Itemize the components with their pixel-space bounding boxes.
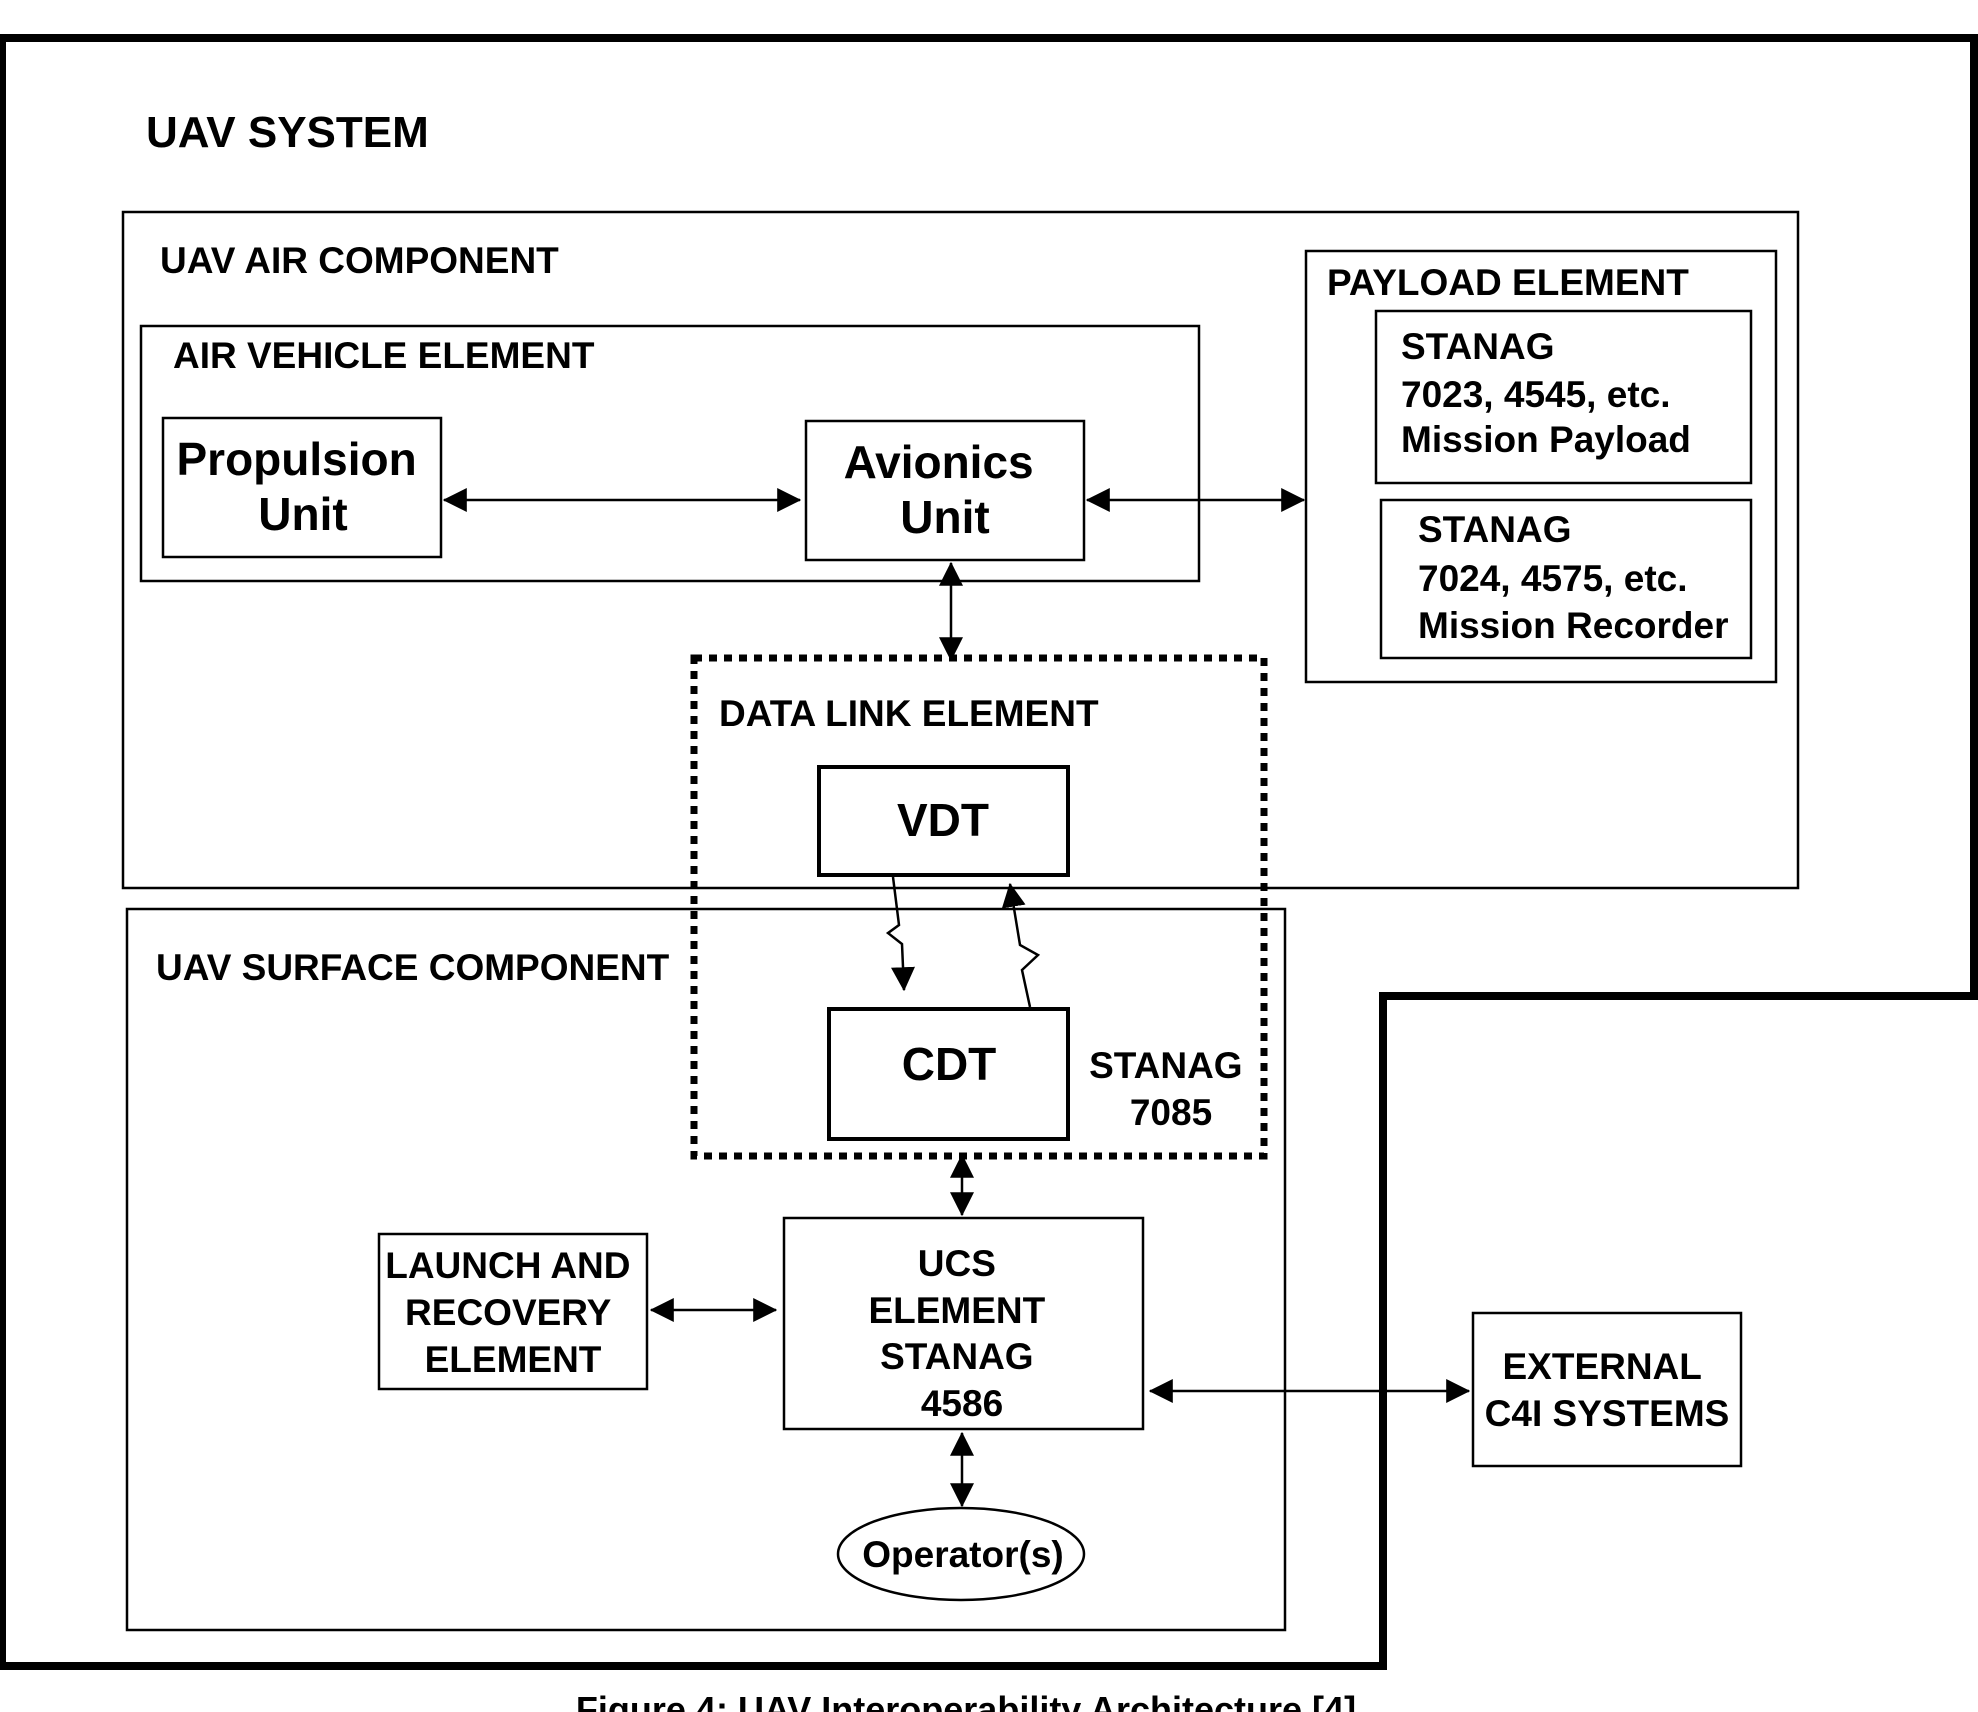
ucs-element-label: UCS ELEMENT STANAG 4586 — [868, 1243, 1055, 1424]
operators-label: Operator(s) — [862, 1534, 1063, 1575]
mission-recorder-box — [1379, 498, 1753, 660]
data-link-stanag-label: STANAG 7085 — [1089, 1045, 1253, 1133]
propulsion-unit-box — [161, 416, 443, 559]
air-component-label: UAV AIR COMPONENT — [160, 240, 559, 281]
payload-element-label: PAYLOAD ELEMENT — [1327, 262, 1689, 303]
surface-component-box — [125, 907, 1287, 1632]
ucs-element-box — [782, 1216, 1145, 1431]
mission-payload-label: STANAG 7023, 4545, etc. Mission Payload — [1401, 326, 1691, 460]
launch-recovery-box — [377, 1232, 649, 1391]
data-link-element-box — [690, 654, 1268, 1160]
cdt-label: CDT — [902, 1038, 997, 1090]
external-c4i-box — [1471, 1311, 1743, 1468]
launch-recovery-label: LAUNCH AND RECOVERY ELEMENT — [385, 1245, 641, 1380]
external-c4i-label: EXTERNAL C4I SYSTEMS — [1485, 1346, 1730, 1434]
vdt-box — [817, 765, 1070, 877]
mission-payload-box — [1374, 309, 1753, 485]
figure-caption: Figure 4: UAV Interoperability Architect… — [576, 1689, 1356, 1712]
downlink-zigzag — [885, 876, 915, 992]
vdt-label: VDT — [897, 794, 989, 846]
data-link-element-label: DATA LINK ELEMENT — [719, 693, 1099, 734]
air-vehicle-element-box — [139, 324, 1201, 583]
air-component-box — [121, 210, 1800, 890]
avionics-unit-box — [804, 419, 1086, 562]
avionics-unit-label: Avionics Unit — [844, 436, 1047, 543]
air-vehicle-element-label: AIR VEHICLE ELEMENT — [173, 335, 595, 376]
payload-element-box — [1304, 249, 1778, 684]
mission-recorder-label: STANAG 7024, 4575, etc. Mission Recorder — [1418, 509, 1728, 646]
operators-ellipse — [836, 1506, 1086, 1602]
uav-system-boundary — [0, 34, 1978, 1670]
surface-component-label: UAV SURFACE COMPONENT — [156, 947, 670, 988]
uplink-zigzag — [1001, 882, 1041, 1008]
cdt-box — [827, 1007, 1070, 1141]
uav-system-label: UAV SYSTEM — [146, 108, 429, 157]
propulsion-unit-label: Propulsion Unit — [176, 433, 429, 540]
